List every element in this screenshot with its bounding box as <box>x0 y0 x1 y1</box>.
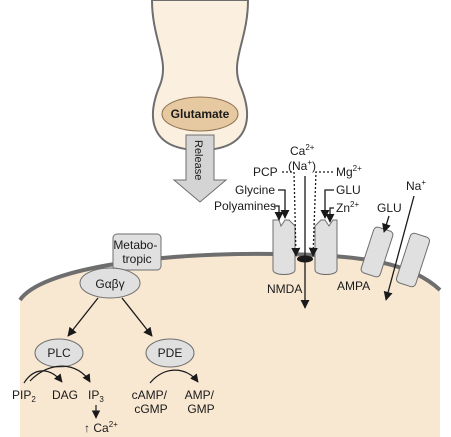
pip2-label: PIP2 <box>12 388 36 404</box>
postsynaptic-cell <box>20 253 440 437</box>
g-protein-label: Gαβγ <box>95 277 124 291</box>
pcp-dotted-line <box>282 171 301 257</box>
amp-line2: GMP <box>187 402 214 416</box>
ca-release-sup: 2+ <box>109 420 118 429</box>
ampa-right-subunit <box>395 232 431 288</box>
dag-label: DAG <box>52 388 78 402</box>
ampa-glu-arrow <box>382 215 391 233</box>
ampa-ion-flow-arrow <box>383 195 415 301</box>
zn-label: Zn2+ <box>336 200 359 215</box>
ampa-label: AMPA <box>337 279 370 293</box>
nmda-label: NMDA <box>267 282 302 296</box>
plc-enzyme <box>34 338 84 368</box>
glycine-label: Glycine <box>235 183 275 197</box>
nmda-na-sup: + <box>307 158 312 167</box>
nmda-ca-sup: 2+ <box>305 143 314 152</box>
pip2-main: PIP <box>12 388 31 402</box>
gprotein-to-plc-arrow <box>67 297 99 337</box>
pip2-sub: 2 <box>31 395 36 404</box>
ampa-na-label: Na+ <box>406 178 426 193</box>
ip3-sub: 3 <box>99 395 104 404</box>
pcp-label: PCP <box>253 165 278 179</box>
pip2-to-ip3-arrow <box>29 365 91 383</box>
metabotropic-label: Metabo- tropic <box>113 238 160 266</box>
nmda-na-close: ) <box>312 159 316 173</box>
plc-label: PLC <box>47 346 71 360</box>
mg-main: Mg <box>336 165 353 179</box>
ampa-na-sup: + <box>421 178 426 187</box>
release-arrow <box>172 134 228 203</box>
ampa-na-main: Na <box>406 179 422 193</box>
nmda-na-label: (Na+) <box>288 158 316 173</box>
amp-line1: AMP/ <box>185 388 215 402</box>
mg-label: Mg2+ <box>336 164 362 179</box>
amp-label: AMP/ GMP <box>185 388 218 416</box>
glutamate-label: Glutamate <box>171 107 230 121</box>
pde-enzyme <box>145 338 195 368</box>
nmda-right-subunit <box>314 219 338 275</box>
nmda-glu-arrow <box>320 189 334 219</box>
camp-to-amp-arrow <box>149 369 199 384</box>
nmda-glu-label: GLU <box>336 183 361 197</box>
nmda-ca-label: Ca2+ <box>290 143 315 158</box>
ip3-label: IP3 <box>88 388 104 404</box>
camp-label: cAMP/ cGMP <box>132 388 171 416</box>
camp-line1: cAMP/ <box>132 388 168 402</box>
ca-release-label: ↑ Ca2+ <box>84 420 118 435</box>
metabotropic-receptor <box>112 233 162 271</box>
ip3-main: IP <box>88 388 99 402</box>
mg-dotted-line <box>308 171 333 257</box>
pde-label: PDE <box>158 346 183 360</box>
nmda-left-subunit <box>272 219 296 275</box>
polyamines-label: Polyamines <box>214 199 276 213</box>
ampa-receptor <box>360 226 431 288</box>
zn-arrow <box>325 207 335 223</box>
g-protein <box>79 267 141 299</box>
polyamines-arrow <box>274 205 284 221</box>
release-label: Release <box>192 140 204 180</box>
zn-main: Zn <box>336 201 350 215</box>
glycine-arrow <box>278 189 290 219</box>
ca-release-main: ↑ Ca <box>84 421 109 435</box>
metabotropic-label-line1: Metabo- <box>113 238 157 252</box>
camp-line2: cGMP <box>134 402 167 416</box>
nmda-ca-main: Ca <box>290 144 306 158</box>
glutamate-vesicle <box>161 96 239 132</box>
mg-sup: 2+ <box>353 164 362 173</box>
zn-sup: 2+ <box>350 200 359 209</box>
nmda-na-main: (Na <box>288 159 308 173</box>
gprotein-to-pde-arrow <box>121 297 153 337</box>
ampa-glu-label: GLU <box>377 201 402 215</box>
metabotropic-label-line2: tropic <box>122 252 151 266</box>
